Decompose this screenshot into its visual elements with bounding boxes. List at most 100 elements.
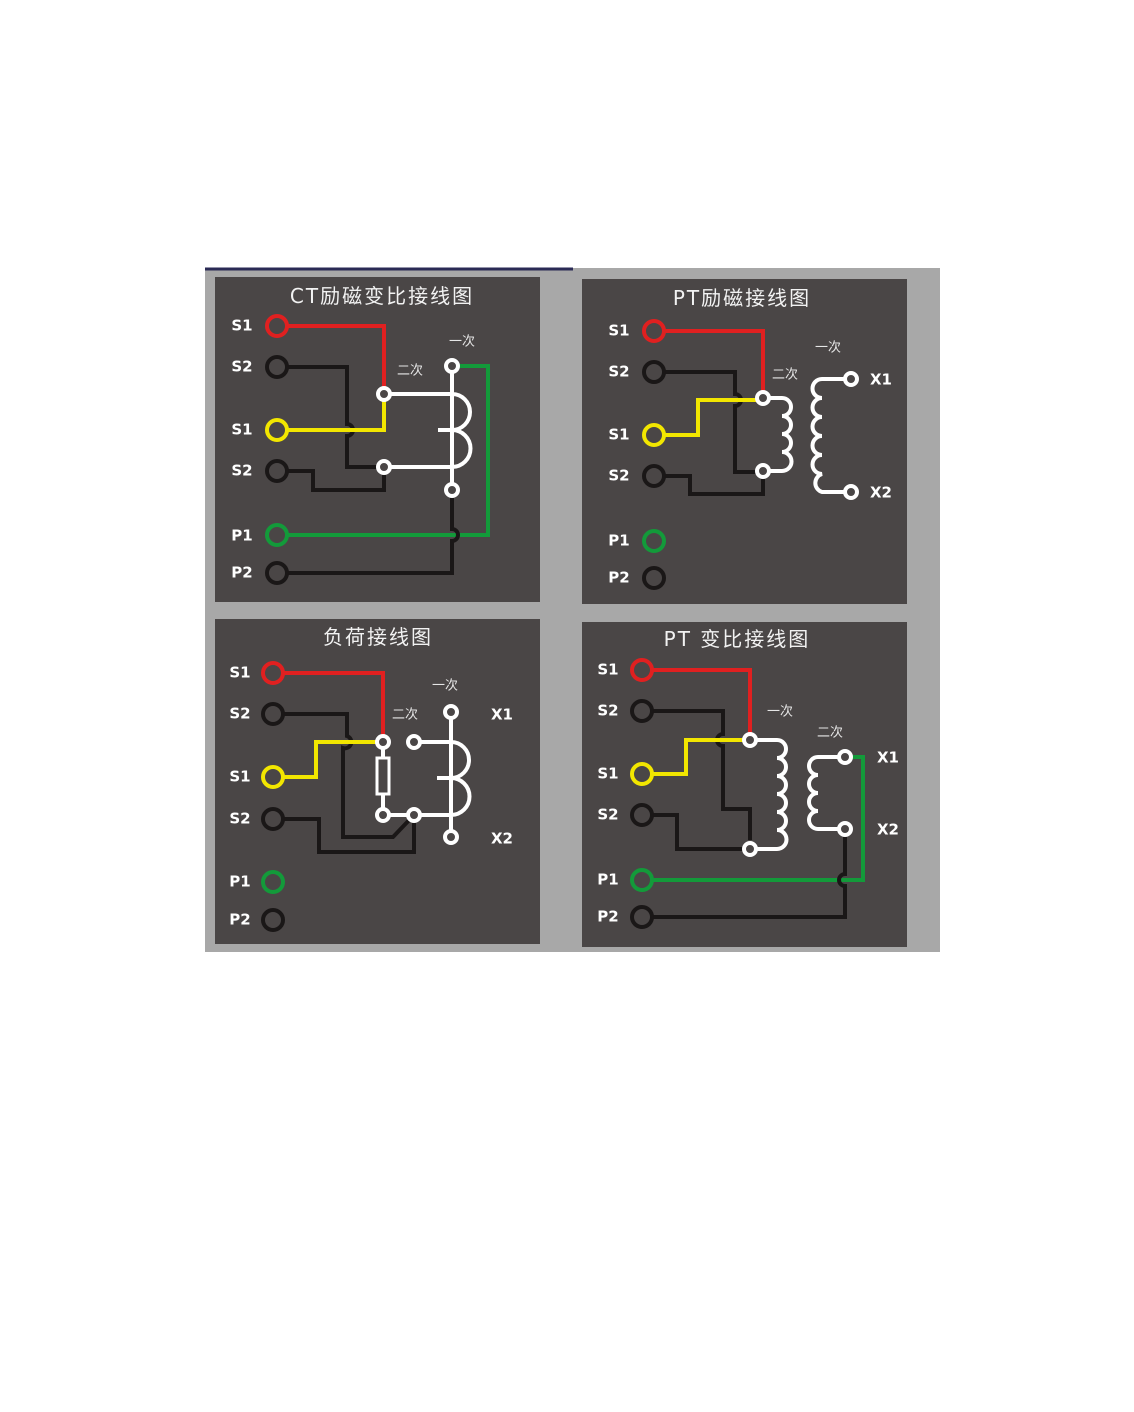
primary-label: 一次 — [815, 340, 841, 356]
terminal-s2[interactable] — [265, 355, 289, 379]
terminal-s1-yellow[interactable] — [642, 423, 666, 447]
terminal-s1-red[interactable] — [630, 658, 654, 682]
node — [444, 358, 460, 374]
node — [376, 459, 392, 475]
terminal-p1[interactable] — [630, 868, 654, 892]
panel-title: 负荷接线图 — [323, 625, 433, 649]
terminal-label: S2 — [608, 467, 629, 485]
terminal-label: P2 — [608, 569, 629, 587]
wire-s2-black — [273, 712, 416, 839]
wire-p2-black — [277, 490, 460, 575]
panel-title: CT励磁变比接线图 — [290, 284, 474, 308]
terminal-label: P1 — [231, 527, 252, 545]
secondary-label: 二次 — [772, 367, 798, 383]
primary-label: 一次 — [449, 334, 475, 350]
wire-s1-yellow — [273, 740, 383, 779]
panel-title: PT 变比接线图 — [664, 627, 811, 651]
terminal-p1[interactable] — [261, 870, 285, 894]
terminal-label: S1 — [597, 765, 618, 783]
terminal-s1-red[interactable] — [642, 319, 666, 343]
terminal-p2[interactable] — [642, 566, 666, 590]
terminal-label: S2 — [231, 462, 252, 480]
terminal-label: P1 — [608, 532, 629, 550]
output-label-x1: X1 — [491, 706, 513, 724]
terminal-s2[interactable] — [265, 459, 289, 483]
primary-coil — [750, 738, 789, 851]
terminal-label: S1 — [608, 322, 629, 340]
terminal-label: S2 — [229, 705, 250, 723]
wire-s1-yellow — [642, 738, 750, 776]
node-x1 — [443, 704, 459, 720]
terminal-s2[interactable] — [630, 699, 654, 723]
terminal-label: S1 — [597, 661, 618, 679]
resistor-icon — [375, 756, 391, 796]
terminal-label: S1 — [608, 426, 629, 444]
terminal-p1[interactable] — [265, 523, 289, 547]
node — [375, 807, 391, 823]
node — [742, 732, 758, 748]
node — [376, 386, 392, 402]
wire-s1-red — [642, 668, 752, 740]
wire-s1-yellow — [654, 398, 763, 437]
primary-label: 一次 — [767, 704, 793, 720]
ct-coil-symbol — [384, 366, 473, 490]
secondary-coil — [807, 755, 845, 831]
terminal-label: S2 — [231, 358, 252, 376]
terminal-s1-yellow[interactable] — [261, 765, 285, 789]
terminal-s1-yellow[interactable] — [630, 762, 654, 786]
secondary-label: 二次 — [817, 725, 843, 741]
panel-pt-ratio: PT 变比接线图 S1 S2 S1 S2 P1 P2 一次 二次 X1 X2 — [582, 622, 907, 947]
output-label-x1: X1 — [877, 749, 899, 767]
terminal-label: S1 — [231, 421, 252, 439]
wire-s1-red — [654, 329, 765, 398]
terminal-s2[interactable] — [630, 803, 654, 827]
panel-pt-excitation: PT励磁接线图 S1 S2 S1 S2 P1 P2 二次 一次 X1 X2 — [582, 279, 907, 604]
terminal-s1-red[interactable] — [261, 661, 285, 685]
output-label-x1: X1 — [870, 371, 892, 389]
wire-p1-green — [277, 364, 490, 537]
terminal-label: P2 — [229, 911, 250, 929]
wire-s1-red — [277, 324, 386, 394]
node-x1 — [843, 371, 859, 387]
terminal-label: P2 — [231, 564, 252, 582]
node — [755, 390, 771, 406]
terminal-p2[interactable] — [265, 561, 289, 585]
panel-load-wiring: 负荷接线图 S1 S2 S1 S2 P1 P2 二次 一次 X1 X2 — [215, 619, 540, 944]
wire-p2-black — [642, 829, 847, 919]
terminal-s2[interactable] — [261, 807, 285, 831]
node — [406, 734, 422, 750]
terminal-s2[interactable] — [642, 360, 666, 384]
output-label-x2: X2 — [491, 830, 513, 848]
output-label-x2: X2 — [877, 821, 899, 839]
secondary-label: 二次 — [392, 707, 418, 723]
node — [406, 807, 422, 823]
terminal-label: S2 — [597, 806, 618, 824]
terminal-p2[interactable] — [630, 905, 654, 929]
wire-s2b-black — [273, 815, 416, 854]
secondary-label: 二次 — [397, 363, 423, 379]
terminal-label: P1 — [597, 871, 618, 889]
terminal-label: P2 — [597, 908, 618, 926]
wire-s2b-black — [642, 813, 750, 851]
node — [755, 463, 771, 479]
terminal-s1-red[interactable] — [265, 314, 289, 338]
panel-title: PT励磁接线图 — [673, 286, 811, 310]
panel-background — [582, 279, 907, 604]
terminal-p1[interactable] — [642, 529, 666, 553]
terminal-s2[interactable] — [261, 702, 285, 726]
primary-label: 一次 — [432, 678, 458, 694]
terminal-s2[interactable] — [642, 464, 666, 488]
wire-p1-green — [642, 755, 865, 882]
terminal-s1-yellow[interactable] — [265, 418, 289, 442]
node — [375, 734, 391, 750]
terminal-label: S2 — [608, 363, 629, 381]
node-x2 — [837, 821, 853, 837]
wire-s2b-black — [654, 471, 765, 496]
terminal-label: S2 — [597, 702, 618, 720]
terminal-label: S1 — [229, 768, 250, 786]
node — [444, 482, 460, 498]
terminal-p2[interactable] — [261, 908, 285, 932]
terminal-label: S1 — [231, 317, 252, 335]
wire-s1-red — [273, 671, 385, 742]
